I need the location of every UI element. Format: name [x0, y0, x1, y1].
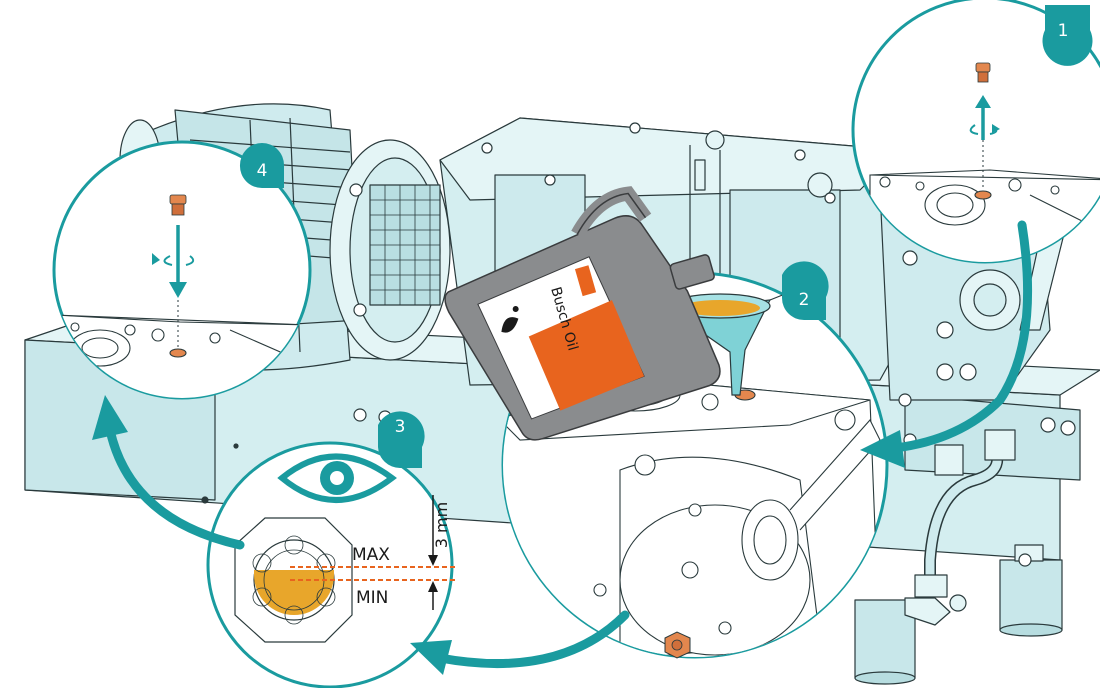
oil-fill-plug-reinsert	[169, 194, 187, 216]
rotate-clockwise-icon	[152, 225, 195, 298]
step-number-4: 4	[257, 161, 268, 181]
eye-icon	[277, 453, 397, 503]
detail-circle-step-2	[501, 271, 889, 659]
drain-hose	[904, 429, 1016, 626]
step-badge-1: 1	[1042, 5, 1093, 66]
arrow-step3-to-step4	[92, 395, 245, 550]
step-badge-2: 2	[782, 261, 829, 320]
arrow-step2-to-step3	[410, 610, 630, 675]
step-number-2: 2	[799, 290, 810, 310]
oil-level-markers: MAX MIN 3 mm	[290, 495, 455, 610]
coupling-flange	[329, 139, 451, 361]
detail-circle-step-3: MAX MIN 3 mm	[206, 441, 455, 689]
arrow-step1-to-step2	[860, 220, 1033, 468]
step-badges: 1 2 3 4	[239, 5, 1093, 469]
step-badge-4: 4	[239, 143, 284, 189]
step-badge-3: 3	[378, 411, 425, 469]
brand-logo	[574, 265, 597, 297]
step-number-1: 1	[1058, 21, 1069, 41]
rotate-counterclockwise-icon	[969, 95, 1000, 140]
oil-canister	[444, 186, 721, 441]
dimension-arrows	[428, 495, 438, 610]
machine-feet	[854, 544, 1063, 685]
flow-arrows	[92, 220, 1033, 675]
min-label: MIN	[356, 588, 388, 608]
drain-plug	[664, 631, 691, 659]
max-label: MAX	[352, 545, 390, 565]
step-number-3: 3	[395, 417, 406, 437]
gap-dimension-label: 3 mm	[432, 502, 451, 548]
oil-fill-plug-removed	[975, 62, 991, 83]
